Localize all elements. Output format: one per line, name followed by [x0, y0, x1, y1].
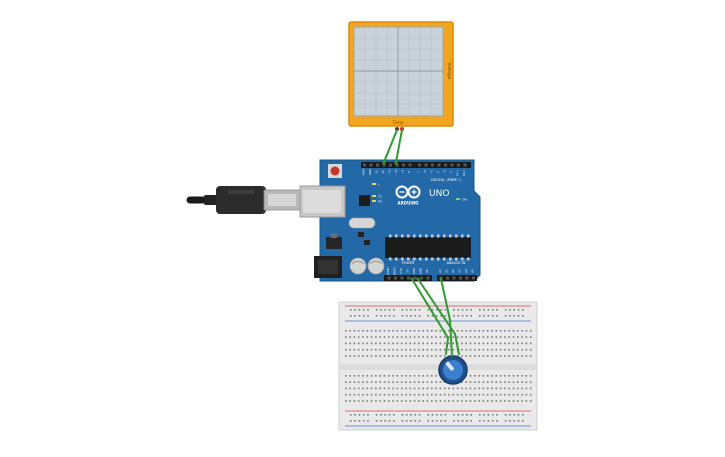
power-header-label: POWER: [402, 261, 415, 265]
digital-header[interactable]: [361, 162, 471, 168]
wire-5v-to-pot: [411, 278, 450, 355]
capacitor-2: [367, 257, 385, 275]
svg-text:4: 4: [436, 171, 440, 173]
breadboard-center-channel: [339, 364, 537, 370]
led-l-label: L: [378, 183, 380, 187]
potentiometer[interactable]: [438, 355, 468, 385]
oscilloscope-time-label: Time: [391, 120, 403, 126]
analog-pin-labels: A0 A1 A2 A3 A4 A5: [438, 269, 475, 273]
wire-endpoints: [382, 161, 443, 281]
svg-text:8: 8: [407, 171, 411, 173]
svg-text:~6: ~6: [423, 170, 427, 174]
led-rx-label: RX: [378, 200, 382, 204]
svg-text:Vin: Vin: [425, 269, 429, 273]
crystal-oscillator: [348, 217, 376, 229]
svg-text:~5: ~5: [430, 170, 434, 174]
wire-gnd-to-pot: [417, 278, 460, 355]
power-pin-labels: IOREF RESET 3.3V 5V GND GND Vin: [386, 266, 429, 275]
svg-text:12: 12: [381, 170, 385, 174]
svg-text:3.3V: 3.3V: [399, 268, 403, 274]
led-on: [456, 198, 460, 200]
board-model-label: UNO: [429, 189, 449, 199]
svg-text:A1: A1: [445, 269, 449, 273]
svg-text:~10: ~10: [394, 169, 398, 175]
svg-text:7: 7: [417, 171, 421, 173]
svg-text:A5: A5: [471, 269, 475, 273]
wire-a0-to-pot: [440, 278, 453, 357]
usb-cable[interactable]: [186, 186, 301, 214]
analog-header[interactable]: [437, 275, 477, 281]
svg-text:GND: GND: [419, 268, 423, 274]
svg-text:RX 0: RX 0: [462, 170, 466, 176]
svg-text:A3: A3: [458, 269, 462, 273]
led-tx: [372, 195, 376, 197]
arduino-uno-board[interactable]: AREF GND 13 12 ~11 ~10 ~9 8 7 ~6 ~5 4 ~3…: [299, 159, 481, 282]
chip-pins: [389, 234, 470, 261]
oscilloscope-grid: [354, 27, 443, 116]
led-rx: [372, 200, 376, 202]
voltage-regulator: [326, 237, 342, 249]
svg-text:~3: ~3: [443, 170, 447, 174]
usb-interface-chip: [359, 195, 370, 206]
led-l: [372, 183, 376, 185]
wire-scope-to-gnd: [383, 129, 398, 163]
digital-header-holes: [363, 163, 467, 167]
arduino-logo: [395, 185, 421, 199]
oscilloscope[interactable]: Voltage Time: [348, 21, 454, 131]
analog-header-label: ANALOG IN: [447, 261, 466, 265]
capacitor-1: [349, 257, 367, 275]
led-tx-label: TX: [377, 195, 382, 199]
digital-pin-labels: AREF GND 13 12 ~11 ~10 ~9 8 7 ~6 ~5 4 ~3…: [362, 168, 467, 176]
oscilloscope-voltage-label: Voltage: [446, 63, 452, 80]
svg-text:13: 13: [375, 170, 379, 174]
digital-pwm-label: DIGITAL (PWM~): [431, 178, 461, 182]
bottom-header-holes: [387, 276, 475, 280]
led-on-label: ON: [462, 198, 467, 202]
arduino-brand-label: ARDUINO: [398, 201, 420, 206]
wires: [383, 129, 460, 357]
svg-text:TX 1: TX 1: [456, 170, 460, 176]
svg-text:GND: GND: [412, 268, 416, 274]
svg-text:~11: ~11: [388, 169, 392, 175]
svg-text:RESET: RESET: [393, 266, 397, 275]
svg-text:A4: A4: [464, 269, 468, 273]
svg-text:5V: 5V: [406, 269, 410, 273]
svg-text:~9: ~9: [401, 170, 405, 174]
svg-text:2: 2: [449, 171, 453, 173]
svg-text:AREF: AREF: [362, 168, 366, 175]
reset-button[interactable]: [330, 166, 340, 176]
wire-scope-to-pin: [395, 129, 403, 163]
svg-text:A2: A2: [451, 269, 455, 273]
atmega328-chip: [385, 237, 471, 258]
svg-text:IOREF: IOREF: [386, 267, 390, 275]
svg-text:A0: A0: [438, 269, 442, 273]
svg-text:GND: GND: [368, 169, 372, 175]
potentiometer-knob-indicator: [445, 361, 455, 371]
